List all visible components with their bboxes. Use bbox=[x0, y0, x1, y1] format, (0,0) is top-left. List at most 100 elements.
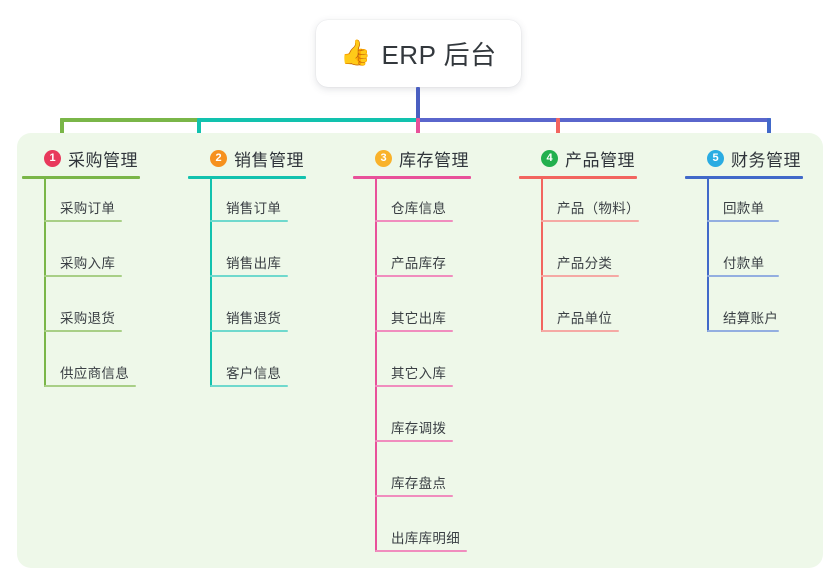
menu-item-rule bbox=[541, 330, 619, 332]
connector-bus-mid bbox=[198, 118, 418, 122]
menu-item[interactable]: 产品库存 bbox=[353, 234, 471, 289]
menu-item-rule bbox=[707, 275, 779, 277]
menu-item-rule bbox=[375, 440, 453, 442]
connector-stem bbox=[416, 87, 420, 120]
column-title-3: 库存管理 bbox=[399, 150, 469, 170]
menu-item[interactable]: 产品（物料） bbox=[519, 179, 640, 234]
menu-item-rule bbox=[541, 220, 639, 222]
column-header-1[interactable]: 1 采购管理 bbox=[22, 146, 140, 170]
menu-item-rule bbox=[210, 275, 288, 277]
column-badge-1: 1 bbox=[44, 149, 61, 167]
column-rule-1 bbox=[22, 176, 140, 179]
menu-item-label: 回款单 bbox=[723, 201, 765, 216]
root-title: ERP 后台 bbox=[381, 40, 497, 70]
menu-item-label: 库存盘点 bbox=[391, 476, 447, 491]
menu-item-label: 其它出库 bbox=[391, 311, 447, 326]
menu-item-rule bbox=[707, 220, 779, 222]
menu-item[interactable]: 产品单位 bbox=[519, 289, 637, 344]
column-title-2: 销售管理 bbox=[234, 150, 304, 170]
column-header-3[interactable]: 3 库存管理 bbox=[353, 146, 471, 170]
column-badge-5: 5 bbox=[707, 149, 724, 167]
menu-item-rule bbox=[210, 385, 288, 387]
menu-item-label: 供应商信息 bbox=[60, 366, 129, 381]
column-rule-2 bbox=[188, 176, 306, 179]
menu-item[interactable]: 其它入库 bbox=[353, 344, 471, 399]
menu-item-label: 其它入库 bbox=[391, 366, 447, 381]
column-badge-4: 4 bbox=[541, 149, 558, 167]
menu-item[interactable]: 回款单 bbox=[685, 179, 803, 234]
menu-item[interactable]: 销售出库 bbox=[188, 234, 306, 289]
menu-item-label: 客户信息 bbox=[226, 366, 282, 381]
column-4: 4 产品管理产品（物料） 产品分类产品单位 bbox=[519, 146, 640, 344]
connector-bus-right bbox=[416, 118, 771, 122]
menu-item-label: 产品库存 bbox=[391, 256, 447, 271]
menu-item-label: 产品（物料） bbox=[557, 201, 640, 216]
menu-item[interactable]: 付款单 bbox=[685, 234, 803, 289]
menu-item-label: 采购入库 bbox=[60, 256, 116, 271]
menu-item[interactable]: 仓库信息 bbox=[353, 179, 471, 234]
menu-item[interactable]: 销售退货 bbox=[188, 289, 306, 344]
menu-item-label: 销售订单 bbox=[226, 201, 282, 216]
menu-item-rule bbox=[541, 275, 619, 277]
menu-item-rule bbox=[375, 275, 453, 277]
menu-item[interactable]: 出库库明细 bbox=[353, 509, 471, 564]
thumbs-up-icon: 👍 bbox=[340, 39, 372, 67]
menu-item[interactable]: 采购退货 bbox=[22, 289, 140, 344]
column-rule-5 bbox=[685, 176, 803, 179]
menu-item[interactable]: 其它出库 bbox=[353, 289, 471, 344]
root-node-card[interactable]: 👍 ERP 后台 bbox=[316, 20, 521, 87]
connector-drop-1 bbox=[60, 118, 64, 144]
menu-item[interactable]: 采购订单 bbox=[22, 179, 140, 234]
column-rule-3 bbox=[353, 176, 471, 179]
menu-item-rule bbox=[44, 330, 122, 332]
menu-item[interactable]: 销售订单 bbox=[188, 179, 306, 234]
connector-drop-3 bbox=[416, 118, 420, 144]
menu-item-label: 销售退货 bbox=[226, 311, 282, 326]
menu-item-rule bbox=[375, 220, 453, 222]
menu-item-label: 销售出库 bbox=[226, 256, 282, 271]
menu-item-rule bbox=[44, 220, 122, 222]
column-spine-2 bbox=[210, 179, 212, 387]
column-items-2: 销售订单销售出库销售退货客户信息 bbox=[188, 179, 306, 399]
column-2: 2 销售管理销售订单销售出库销售退货客户信息 bbox=[188, 146, 306, 399]
column-badge-2: 2 bbox=[210, 149, 227, 167]
connector-drop-5 bbox=[767, 118, 771, 144]
column-header-5[interactable]: 5 财务管理 bbox=[685, 146, 803, 170]
column-title-5: 财务管理 bbox=[731, 150, 801, 170]
column-5: 5 财务管理回款单付款单结算账户 bbox=[685, 146, 803, 344]
menu-item-rule bbox=[210, 220, 288, 222]
column-spine-5 bbox=[707, 179, 709, 332]
menu-item-rule bbox=[707, 330, 779, 332]
menu-item-rule bbox=[375, 330, 453, 332]
column-spine-4 bbox=[541, 179, 543, 332]
connector-bus-left bbox=[60, 118, 200, 122]
column-badge-3: 3 bbox=[375, 149, 392, 167]
column-header-2[interactable]: 2 销售管理 bbox=[188, 146, 306, 170]
menu-item[interactable]: 库存盘点 bbox=[353, 454, 471, 509]
column-title-1: 采购管理 bbox=[68, 150, 138, 170]
menu-item-rule bbox=[375, 385, 453, 387]
column-items-3: 仓库信息产品库存其它出库其它入库库存调拨库存盘点出库库明细 bbox=[353, 179, 471, 564]
menu-item-label: 采购订单 bbox=[60, 201, 116, 216]
column-items-4: 产品（物料） 产品分类产品单位 bbox=[519, 179, 640, 344]
menu-item-rule bbox=[375, 495, 453, 497]
menu-item[interactable]: 库存调拨 bbox=[353, 399, 471, 454]
menu-item-label: 付款单 bbox=[723, 256, 765, 271]
column-items-1: 采购订单采购入库采购退货供应商信息 bbox=[22, 179, 140, 399]
menu-item[interactable]: 产品分类 bbox=[519, 234, 637, 289]
column-title-4: 产品管理 bbox=[565, 150, 635, 170]
menu-item-label: 产品单位 bbox=[557, 311, 613, 326]
menu-item-label: 产品分类 bbox=[557, 256, 613, 271]
column-header-4[interactable]: 4 产品管理 bbox=[519, 146, 637, 170]
menu-item[interactable]: 客户信息 bbox=[188, 344, 306, 399]
connector-drop-2 bbox=[197, 118, 201, 144]
menu-item[interactable]: 结算账户 bbox=[685, 289, 803, 344]
menu-item-label: 采购退货 bbox=[60, 311, 116, 326]
menu-item-label: 结算账户 bbox=[723, 311, 779, 326]
connector-drop-4 bbox=[556, 118, 560, 144]
column-1: 1 采购管理采购订单采购入库采购退货供应商信息 bbox=[22, 146, 140, 399]
column-rule-4 bbox=[519, 176, 637, 179]
menu-item-rule bbox=[44, 275, 122, 277]
menu-item[interactable]: 供应商信息 bbox=[22, 344, 140, 399]
menu-item[interactable]: 采购入库 bbox=[22, 234, 140, 289]
